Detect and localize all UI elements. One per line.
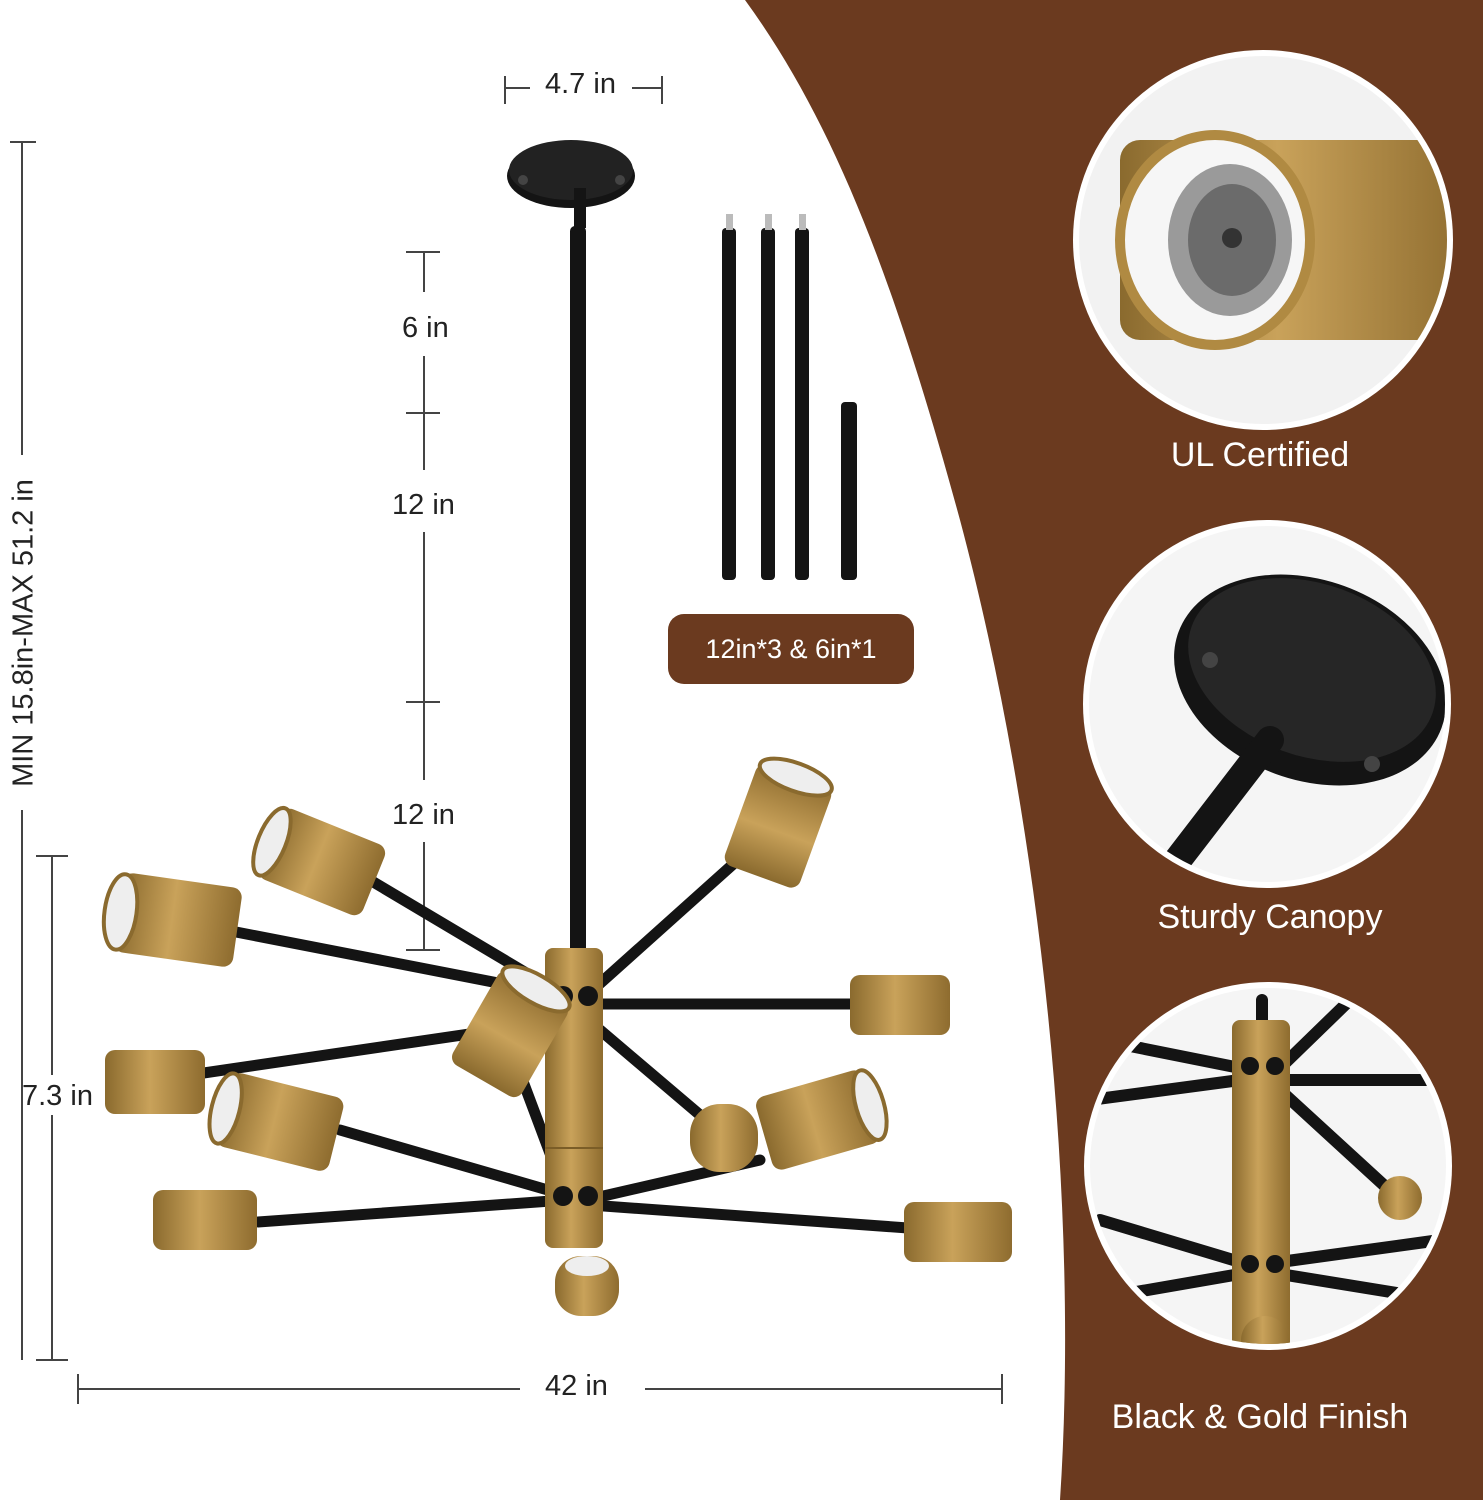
- feature-label-finish: Black & Gold Finish: [1111, 1398, 1409, 1436]
- body-height-label: 7.3 in: [22, 1080, 93, 1112]
- canopy-width-label: 4.7 in: [545, 68, 616, 100]
- rods-included-badge: 12in*3 & 6in*1: [668, 614, 914, 684]
- socket-closeup-icon: [1073, 50, 1453, 430]
- chandelier: [101, 140, 1012, 1316]
- height-range-label: MIN 15.8in-MAX 51.2 in: [7, 479, 40, 787]
- height-range-label-wrap: MIN 15.8in-MAX 51.2 in: [2, 468, 46, 798]
- dimension-lines: [10, 76, 1003, 1404]
- span-width-label: 42 in: [545, 1370, 608, 1402]
- rod-12in-label-b: 12 in: [392, 799, 455, 831]
- rod-12in-label-a: 12 in: [392, 489, 455, 521]
- canopy-closeup-icon: [1083, 520, 1451, 888]
- rod-6in-label: 6 in: [402, 312, 449, 344]
- feature-label-sturdy-canopy: Sturdy Canopy: [1157, 898, 1383, 936]
- extension-rods: [722, 214, 857, 580]
- rods-included-label: 12in*3 & 6in*1: [705, 633, 877, 664]
- finish-closeup-icon: [1084, 982, 1452, 1350]
- feature-label-ul-certified: UL Certified: [1170, 436, 1350, 474]
